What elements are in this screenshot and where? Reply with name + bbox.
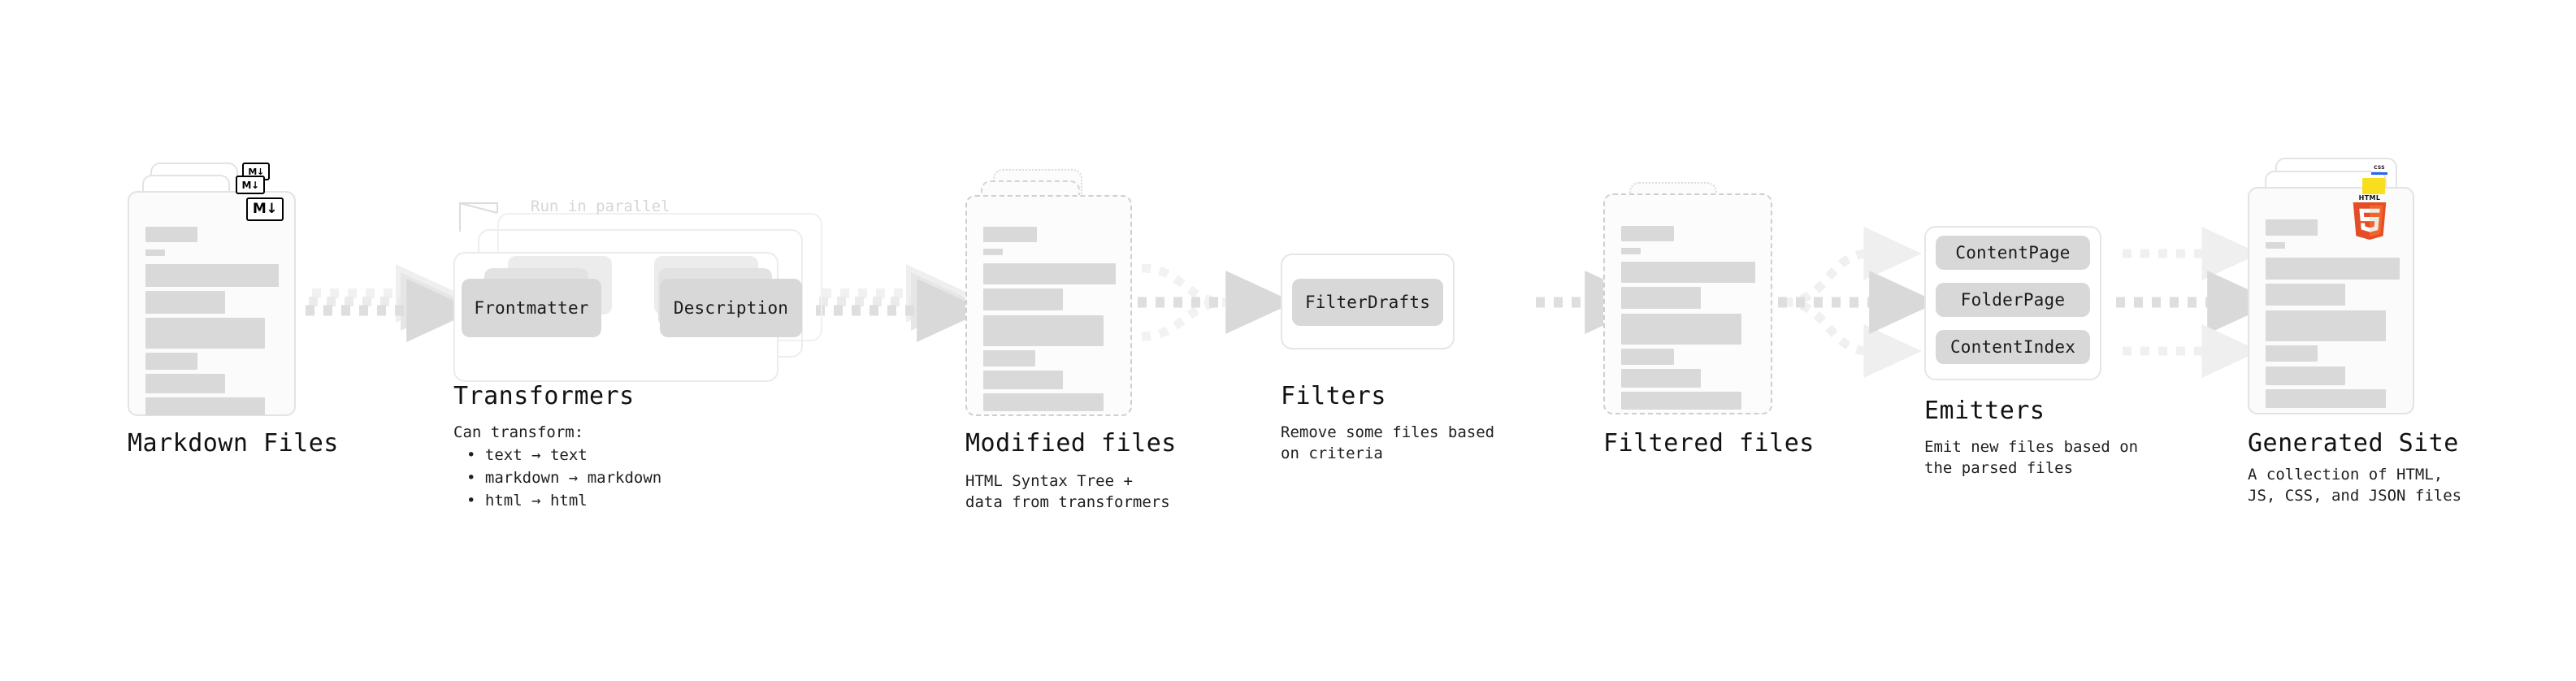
- doc-line: [145, 264, 279, 287]
- modified-files-title: Modified files: [965, 429, 1177, 458]
- modified-files-caption: data from transformers: [965, 493, 1170, 511]
- html5-shield: [2353, 202, 2387, 240]
- doc-line: [1621, 349, 1674, 365]
- css-icon-label: CSS: [2371, 165, 2387, 171]
- doc-line: [1621, 248, 1641, 254]
- arrow-markdown-to-transformers: [306, 264, 475, 342]
- doc-line: [983, 371, 1063, 389]
- doc-line: [2266, 310, 2386, 341]
- transformers-caption-item: • markdown → markdown: [466, 469, 662, 487]
- filters-caption: Remove some files based: [1281, 423, 1495, 441]
- emitters-caption: Emit new files based on: [1924, 438, 2139, 456]
- transformers-caption-item: • text → text: [466, 446, 588, 464]
- filtered-card-front: [1603, 193, 1772, 414]
- arrow-transformers-to-modified: [816, 264, 986, 342]
- modified-files-caption: HTML Syntax Tree +: [965, 472, 1133, 490]
- filters-title: Filters: [1281, 382, 1386, 410]
- doc-line: [145, 318, 265, 349]
- css-icon-bar: [2371, 172, 2387, 175]
- doc-line: [983, 227, 1037, 242]
- transformers-title: Transformers: [453, 382, 635, 410]
- emitter-chip-folderpage[interactable]: FolderPage: [1936, 283, 2090, 317]
- doc-line: [983, 288, 1063, 310]
- run-in-parallel-bracket: [459, 202, 498, 232]
- site-card-front: [2248, 187, 2414, 414]
- markdown-icon: M↓: [246, 197, 284, 221]
- doc-line: [2266, 258, 2400, 280]
- transformers-caption-item: • html → html: [466, 492, 588, 510]
- doc-line: [145, 291, 225, 314]
- generated-site-caption: A collection of HTML,: [2248, 466, 2444, 484]
- arrow-emitters-to-site: [2116, 227, 2276, 378]
- arrow-filtered-to-emitters: [1778, 227, 1938, 378]
- html5-icon-label: HTML: [2358, 194, 2381, 202]
- doc-line: [983, 249, 1003, 255]
- doc-line: [145, 227, 197, 242]
- markdown-files-title: Markdown Files: [128, 429, 339, 458]
- markdown-card-front: [128, 191, 296, 416]
- js-icon: [2362, 178, 2385, 194]
- doc-line: [983, 315, 1104, 346]
- doc-line: [1621, 226, 1674, 241]
- emitters-caption: the parsed files: [1924, 459, 2074, 477]
- modified-card-front: [965, 195, 1132, 416]
- doc-line: [145, 397, 265, 415]
- filters-caption: on criteria: [1281, 445, 1383, 462]
- doc-line: [1621, 287, 1701, 309]
- doc-line: [1621, 369, 1701, 388]
- emitters-title: Emitters: [1924, 397, 2045, 425]
- markdown-icon: M↓: [236, 176, 265, 194]
- doc-line: [1621, 314, 1741, 345]
- emitter-chip-contentindex[interactable]: ContentIndex: [1936, 330, 2090, 364]
- doc-line: [1621, 262, 1755, 283]
- doc-line: [983, 350, 1035, 367]
- doc-line: [2266, 242, 2285, 249]
- arrow-modified-to-filters: [1138, 263, 1295, 341]
- filter-chip-filterdrafts[interactable]: FilterDrafts: [1292, 279, 1443, 326]
- run-in-parallel-label: Run in parallel: [531, 197, 670, 215]
- doc-line: [145, 374, 225, 393]
- transformer-chip-frontmatter[interactable]: Frontmatter: [462, 279, 601, 337]
- html5-icon: HTML: [2351, 193, 2388, 240]
- doc-line: [145, 249, 165, 256]
- transformer-chip-description[interactable]: Description: [660, 279, 802, 337]
- generated-site-caption: JS, CSS, and JSON files: [2248, 487, 2462, 505]
- doc-line: [2266, 389, 2386, 408]
- doc-line: [2266, 345, 2318, 362]
- doc-line: [2266, 219, 2318, 236]
- generated-site-title: Generated Site: [2248, 429, 2459, 458]
- doc-line: [145, 353, 197, 370]
- doc-line: [983, 263, 1116, 284]
- emitter-chip-contentpage[interactable]: ContentPage: [1936, 236, 2090, 270]
- doc-line: [2266, 367, 2345, 385]
- filtered-files-title: Filtered files: [1603, 429, 1815, 458]
- doc-line: [1621, 392, 1741, 410]
- doc-line: [2266, 284, 2345, 306]
- transformers-caption-head: Can transform:: [453, 423, 584, 441]
- css-icon: CSS: [2371, 165, 2387, 176]
- doc-line: [983, 393, 1104, 411]
